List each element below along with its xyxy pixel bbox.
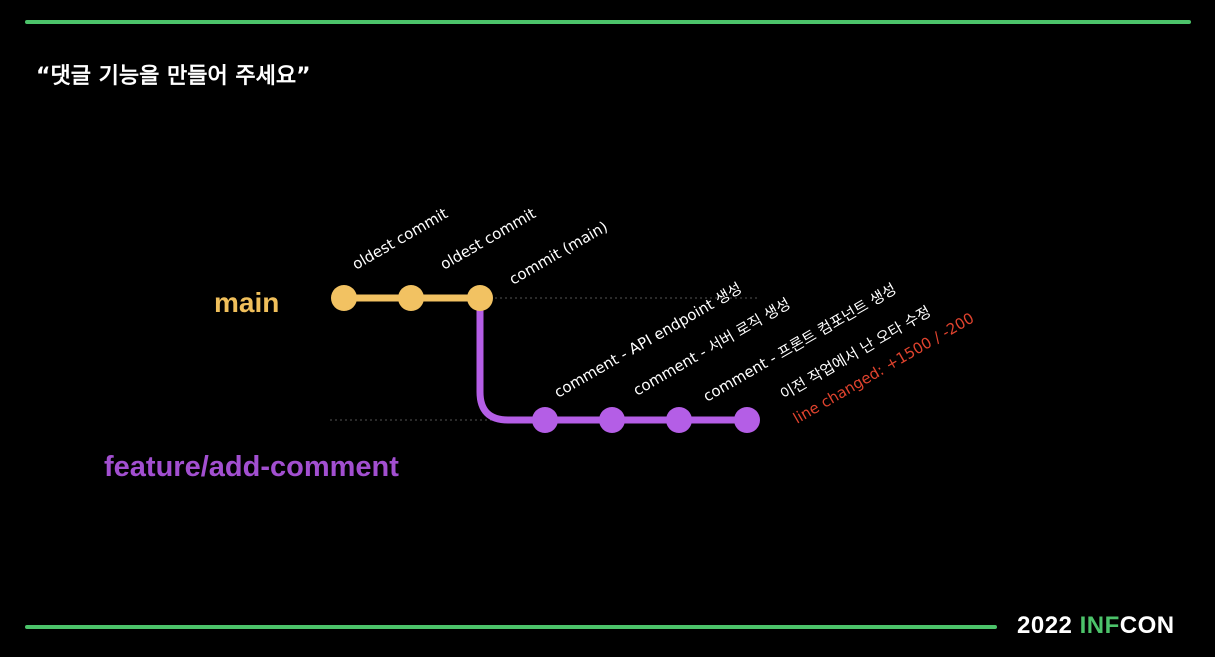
feature-branch-line (476, 294, 751, 424)
brand-year: 2022 (1017, 612, 1073, 639)
commit-node (398, 285, 424, 311)
commit-node (666, 407, 692, 433)
infcon-logo: 2022 INFCON (1017, 612, 1175, 640)
feature-branch-label: feature/add-comment (104, 451, 399, 483)
brand-inf: INF (1079, 612, 1120, 639)
brand-con: CON (1119, 612, 1175, 639)
commit-label: oldest commit (349, 204, 451, 273)
commit-node (331, 285, 357, 311)
commit-node (599, 407, 625, 433)
main-branch-label: main (214, 287, 279, 318)
slide-quote: “댓글 기능을 만들어 주세요” (36, 64, 311, 89)
commit-node (532, 407, 558, 433)
top-rule (25, 20, 1191, 24)
bottom-rule (25, 625, 997, 629)
commit-node (734, 407, 760, 433)
commit-node (467, 285, 493, 311)
